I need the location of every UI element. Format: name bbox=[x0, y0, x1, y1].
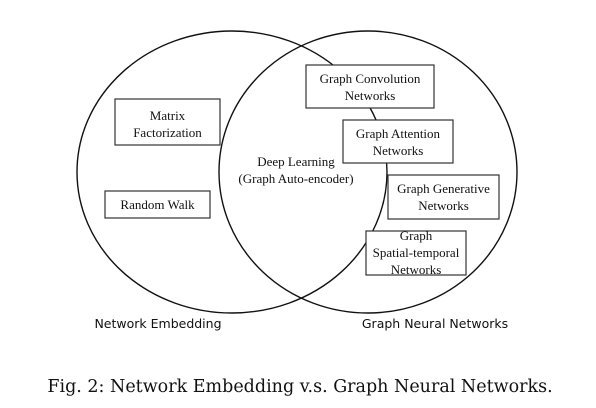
matrix-factorization-label-line-2: Factorization bbox=[133, 125, 202, 140]
graph-attention-label-line-2: Networks bbox=[373, 143, 424, 158]
random-walk-label: Random Walk bbox=[120, 197, 195, 212]
graph-spatial-temporal-label-line-1: Graph bbox=[400, 228, 433, 243]
graph-attention-label-line-1: Graph Attention bbox=[356, 126, 441, 141]
graph-convolution-networks-box: Graph Convolution Networks bbox=[305, 64, 435, 109]
graph-attention-networks-box: Graph Attention Networks bbox=[342, 119, 454, 164]
graph-spatial-temporal-label-line-3: Networks bbox=[391, 262, 442, 277]
matrix-factorization-label-line-1: Matrix bbox=[150, 108, 186, 123]
figure-caption: Fig. 2: Network Embedding v.s. Graph Neu… bbox=[47, 377, 552, 397]
graph-generative-networks-box: Graph Generative Networks bbox=[387, 174, 500, 220]
graph-generative-label-line-2: Networks bbox=[418, 198, 469, 213]
deep-learning-label-line-2: (Graph Auto-encoder) bbox=[238, 171, 353, 186]
graph-convolution-label-line-1: Graph Convolution bbox=[320, 71, 421, 86]
graph-spatial-temporal-networks-box: Graph Spatial-temporal Networks bbox=[365, 228, 467, 277]
random-walk-box: Random Walk bbox=[104, 190, 211, 219]
deep-learning-label-line-1: Deep Learning bbox=[257, 154, 335, 169]
deep-learning-intersection: Deep Learning (Graph Auto-encoder) bbox=[238, 154, 353, 186]
graph-spatial-temporal-label-line-2: Spatial-temporal bbox=[373, 245, 460, 260]
graph-neural-networks-label: Graph Neural Networks bbox=[362, 316, 508, 331]
matrix-factorization-box: Matrix Factorization bbox=[114, 98, 221, 146]
network-embedding-circle bbox=[76, 30, 388, 314]
graph-generative-label-line-1: Graph Generative bbox=[397, 181, 490, 196]
graph-neural-networks-circle bbox=[218, 30, 518, 314]
network-embedding-label: Network Embedding bbox=[94, 316, 221, 331]
graph-convolution-label-line-2: Networks bbox=[345, 88, 396, 103]
